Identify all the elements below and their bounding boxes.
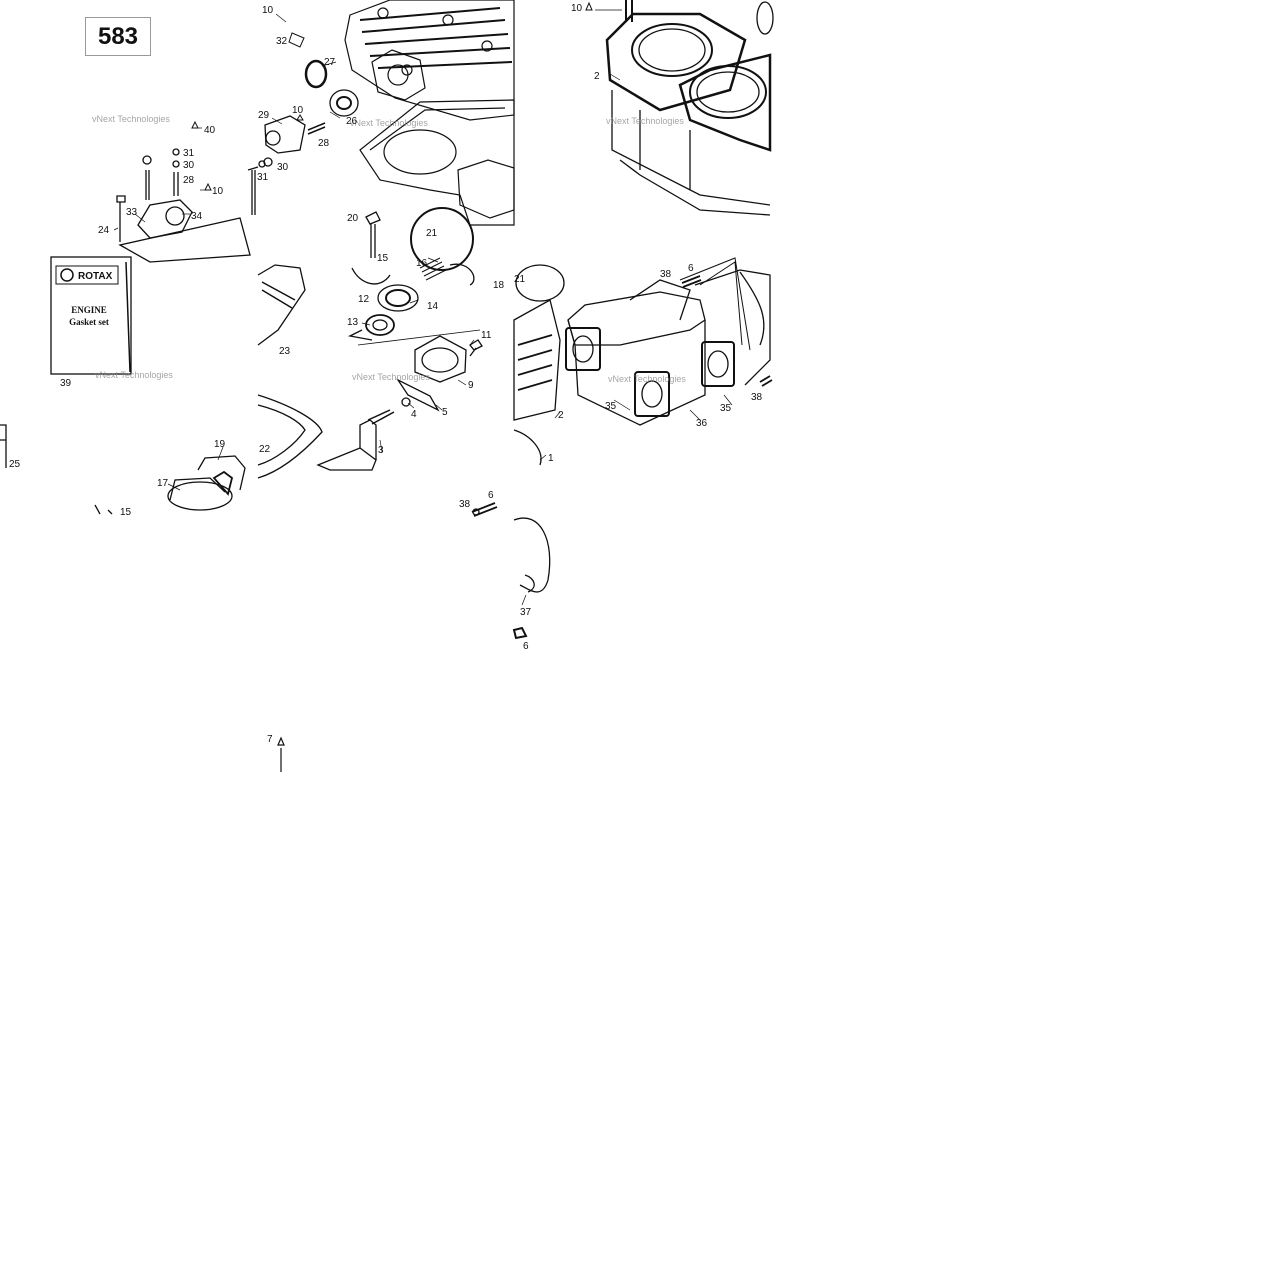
diagram-number-badge: 583 (85, 17, 151, 56)
callout-label: 13 (347, 317, 359, 328)
callout-label: 2 (558, 410, 564, 421)
callout-label: 6 (523, 641, 529, 652)
callout-label: 14 (427, 301, 439, 312)
callout-label: 28 (183, 175, 195, 186)
callout-label: 31 (183, 148, 195, 159)
callout-label: 33 (126, 207, 138, 218)
callout-label: 36 (696, 418, 708, 429)
callout-label: 40 (204, 125, 216, 136)
callout-label: 32 (276, 36, 288, 47)
callout-label: 37 (520, 607, 532, 618)
cylinder-block-drawing (585, 0, 774, 216)
pump-impeller-shaft (316, 409, 498, 517)
callout-label: 34 (191, 211, 203, 222)
callout-label: 21 (514, 274, 526, 285)
callout-label: 22 (259, 444, 271, 455)
callout-label: 3 (378, 445, 384, 456)
callout-label: 6 (688, 263, 694, 274)
pump-housing-parts (0, 424, 246, 515)
book-title-line2: Gasket set (69, 317, 109, 327)
callout-labels: 10 32 27 29 10 26 28 30 31 40 31 30 28 1… (9, 3, 763, 745)
drain-plug (277, 736, 285, 772)
cylinder-head-drawing (344, 0, 515, 121)
callout-label: 39 (60, 378, 72, 389)
callout-label: 4 (411, 409, 417, 420)
water-pump-internals (347, 207, 483, 412)
intake-manifold-drawing (513, 257, 773, 466)
callout-label: 38 (660, 269, 672, 280)
callout-label: 15 (377, 253, 389, 264)
callout-label: 1 (548, 453, 554, 464)
callout-label: 30 (183, 160, 195, 171)
callout-label: 20 (347, 213, 359, 224)
callout-label: 10 (212, 186, 224, 197)
callout-label: 6 (488, 490, 494, 501)
callout-label: 17 (157, 478, 169, 489)
watermark-text: vNext Technologies (92, 114, 170, 124)
callout-label: 15 (120, 507, 132, 518)
book-title-line1: ENGINE (71, 305, 107, 315)
callout-label: 24 (98, 225, 110, 236)
callout-label: 38 (751, 392, 763, 403)
callout-label: 35 (720, 403, 732, 414)
callout-label: 10 (292, 105, 304, 116)
callout-label: 19 (214, 439, 226, 450)
watermark-text: vNext Technologies (352, 372, 430, 382)
callout-label: 26 (346, 116, 358, 127)
callout-label: 29 (258, 110, 270, 121)
callout-label: 2 (594, 71, 600, 82)
callout-label: 9 (468, 380, 474, 391)
watermark-text: vNext Technologies (95, 370, 173, 380)
watermark-text: vNext Technologies (606, 116, 684, 126)
callout-label: 12 (358, 294, 370, 305)
gasket-set-book: ROTAX ENGINE Gasket set (50, 256, 132, 375)
callout-label: 10 (571, 3, 583, 14)
callout-label: 18 (493, 280, 505, 291)
book-brand-label: ROTAX (78, 271, 113, 282)
callout-label: 7 (267, 734, 273, 745)
callout-label: 21 (426, 228, 438, 239)
callout-label: 25 (9, 459, 21, 470)
callout-label: 31 (257, 172, 269, 183)
pump-cover-gasket (257, 264, 323, 479)
watermark-text: vNext Technologies (350, 118, 428, 128)
callout-label: 10 (262, 5, 274, 16)
callout-label: 38 (459, 499, 471, 510)
watermarks: vNext Technologies vNext Technologies vN… (92, 114, 686, 384)
leader-lines (113, 13, 733, 606)
callout-label: 5 (442, 407, 448, 418)
thermostat-parts (258, 32, 359, 168)
callout-label: 28 (318, 138, 330, 149)
callout-label: 27 (324, 57, 336, 68)
exhaust-pipe-drawing (512, 517, 551, 640)
callout-label: 35 (605, 401, 617, 412)
outlet-housing-parts (116, 120, 259, 263)
callout-label: 11 (481, 330, 492, 341)
callout-label: 16 (416, 258, 428, 269)
watermark-text: vNext Technologies (608, 374, 686, 384)
callout-label: 23 (279, 346, 291, 357)
callout-label: 30 (277, 162, 289, 173)
